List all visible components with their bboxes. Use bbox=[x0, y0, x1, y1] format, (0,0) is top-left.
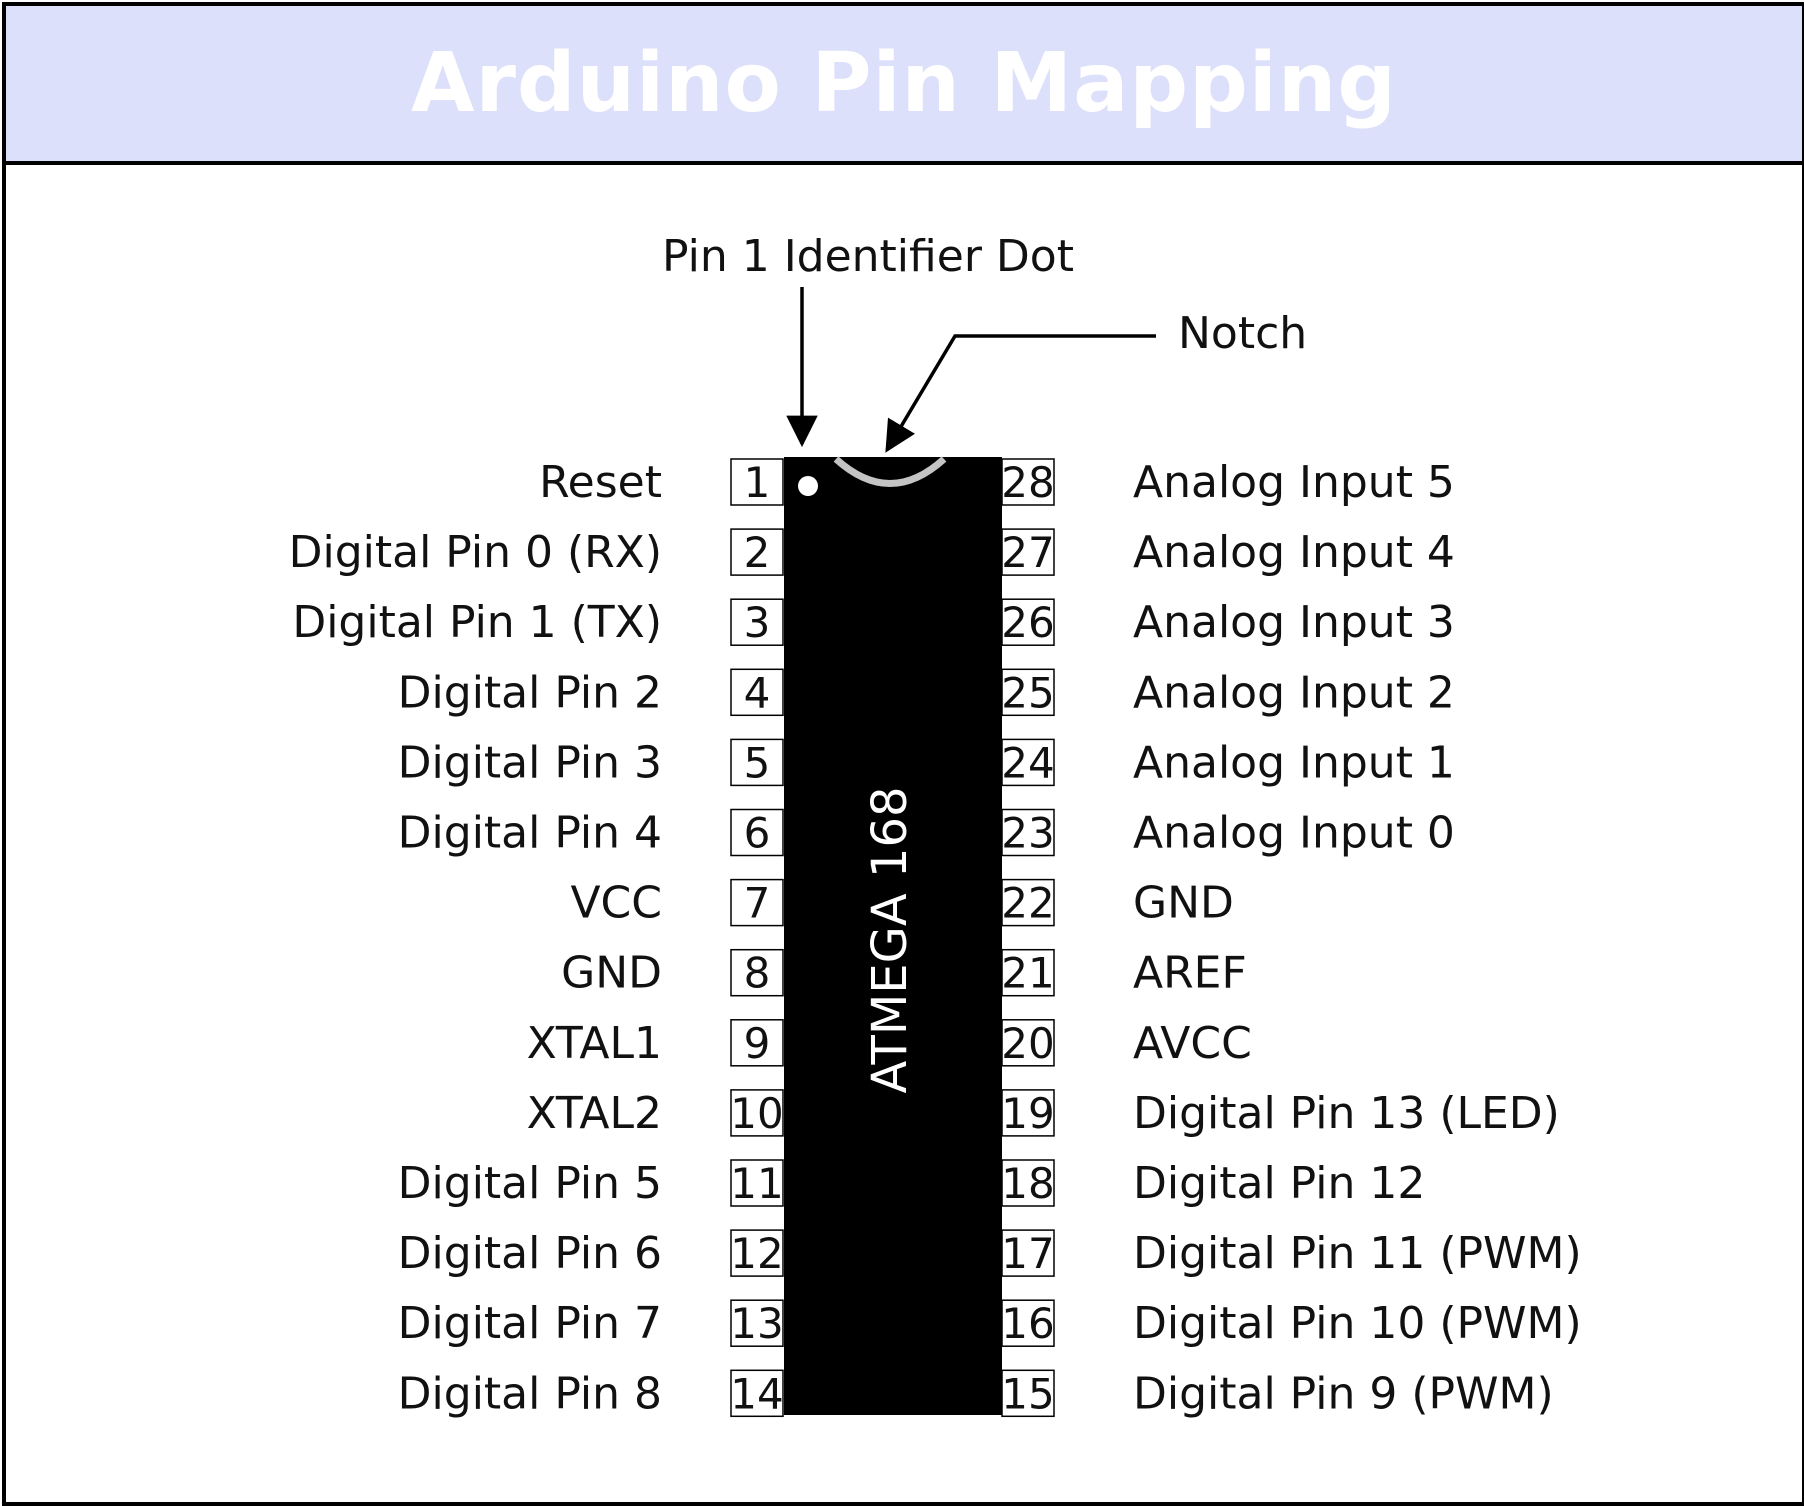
right-pin-box-22 bbox=[1001, 878, 1055, 927]
right-pin-label-19: Digital Pin 13 (LED) bbox=[1133, 1088, 1560, 1139]
chip-label: ATMEGA 168 bbox=[862, 786, 918, 1093]
right-pin-label-21: AREF bbox=[1133, 948, 1247, 999]
left-pin-number-7: 7 bbox=[744, 879, 771, 928]
left-pin-number-6: 6 bbox=[744, 809, 771, 858]
pin1-identifier-dot bbox=[798, 476, 818, 496]
right-pin-number-20: 20 bbox=[1001, 1019, 1054, 1068]
left-pin-box-6 bbox=[730, 808, 784, 857]
left-pin-label-2: Digital Pin 0 (RX) bbox=[289, 527, 662, 578]
right-pin-box-25 bbox=[1001, 668, 1055, 717]
left-pin-label-14: Digital Pin 8 bbox=[398, 1368, 662, 1419]
left-pin-box-2 bbox=[730, 528, 784, 576]
chip-body bbox=[784, 457, 1002, 1415]
left-pin-box-7 bbox=[730, 878, 784, 927]
notch bbox=[833, 456, 947, 487]
right-pin-box-16 bbox=[1001, 1299, 1055, 1347]
left-pin-label-7: VCC bbox=[570, 878, 662, 929]
left-pin-number-12: 12 bbox=[730, 1229, 783, 1278]
right-pin-label-17: Digital Pin 11 (PWM) bbox=[1133, 1228, 1582, 1279]
left-pin-box-10 bbox=[730, 1089, 784, 1137]
right-pin-number-23: 23 bbox=[1001, 809, 1054, 858]
right-pin-label-27: Analog Input 4 bbox=[1133, 527, 1455, 578]
left-pin-box-9 bbox=[730, 1019, 784, 1067]
right-pin-number-25: 25 bbox=[1001, 668, 1054, 717]
right-pin-box-28 bbox=[1001, 458, 1055, 506]
right-pin-number-21: 21 bbox=[1001, 949, 1054, 998]
left-pin-number-2: 2 bbox=[744, 528, 771, 577]
left-pin-label-5: Digital Pin 3 bbox=[398, 737, 662, 788]
right-pin-label-28: Analog Input 5 bbox=[1133, 457, 1455, 508]
right-pin-box-19 bbox=[1001, 1089, 1055, 1137]
title-bar: Arduino Pin Mapping bbox=[6, 6, 1802, 165]
right-pin-number-27: 27 bbox=[1001, 528, 1054, 577]
left-pin-box-1 bbox=[730, 458, 784, 506]
notch-annotation: Notch bbox=[1178, 308, 1307, 359]
right-pin-label-16: Digital Pin 10 (PWM) bbox=[1133, 1298, 1582, 1349]
left-pin-box-13 bbox=[730, 1299, 784, 1347]
left-pin-label-6: Digital Pin 4 bbox=[398, 808, 662, 859]
right-pin-label-23: Analog Input 0 bbox=[1133, 808, 1455, 859]
left-pin-label-10: XTAL2 bbox=[527, 1088, 662, 1139]
left-pin-number-5: 5 bbox=[744, 738, 771, 787]
left-pin-number-14: 14 bbox=[730, 1369, 783, 1418]
right-pin-number-24: 24 bbox=[1001, 738, 1054, 787]
right-pin-number-15: 15 bbox=[1001, 1369, 1054, 1418]
left-pin-label-13: Digital Pin 7 bbox=[398, 1298, 662, 1349]
right-pin-box-20 bbox=[1001, 1019, 1055, 1067]
right-pin-number-28: 28 bbox=[1001, 458, 1054, 507]
right-pin-box-21 bbox=[1001, 948, 1055, 997]
left-pin-box-12 bbox=[730, 1229, 784, 1277]
pin1-dot-annotation: Pin 1 Identifier Dot bbox=[662, 231, 1074, 282]
right-pin-number-18: 18 bbox=[1001, 1159, 1054, 1208]
left-pin-box-8 bbox=[730, 948, 784, 997]
right-pin-label-18: Digital Pin 12 bbox=[1133, 1158, 1425, 1209]
right-pin-box-15 bbox=[1001, 1369, 1055, 1418]
left-pin-label-1: Reset bbox=[539, 457, 662, 508]
right-pin-label-26: Analog Input 3 bbox=[1133, 597, 1455, 648]
left-pin-number-3: 3 bbox=[744, 598, 771, 647]
right-pin-box-23 bbox=[1001, 808, 1055, 857]
left-pin-number-10: 10 bbox=[730, 1089, 783, 1138]
right-pin-number-22: 22 bbox=[1001, 879, 1054, 928]
left-pin-label-11: Digital Pin 5 bbox=[398, 1158, 662, 1209]
left-pin-number-9: 9 bbox=[744, 1019, 771, 1068]
left-pin-box-3 bbox=[730, 598, 784, 646]
left-pin-label-4: Digital Pin 2 bbox=[398, 667, 662, 718]
right-pin-box-27 bbox=[1001, 528, 1055, 576]
left-pin-number-4: 4 bbox=[744, 668, 771, 717]
page-title: Arduino Pin Mapping bbox=[411, 36, 1397, 131]
right-pin-box-26 bbox=[1001, 598, 1055, 646]
right-pin-box-18 bbox=[1001, 1159, 1055, 1207]
right-pin-number-16: 16 bbox=[1001, 1299, 1054, 1348]
left-pin-label-8: GND bbox=[561, 948, 662, 999]
right-pin-number-17: 17 bbox=[1001, 1229, 1054, 1278]
left-pin-group: 1 Reset 2 Digital Pin 0 (RX) 3 Digital Pin 1 … bbox=[289, 457, 784, 1419]
notch-leader-line bbox=[885, 334, 1156, 453]
left-pin-number-11: 11 bbox=[730, 1159, 783, 1208]
right-pin-number-19: 19 bbox=[1001, 1089, 1054, 1138]
left-pin-number-13: 13 bbox=[730, 1299, 783, 1348]
left-pin-box-5 bbox=[730, 738, 784, 787]
right-pin-label-20: AVCC bbox=[1133, 1018, 1252, 1069]
left-pin-label-9: XTAL1 bbox=[527, 1018, 662, 1069]
right-pin-label-15: Digital Pin 9 (PWM) bbox=[1133, 1368, 1554, 1419]
left-pin-box-4 bbox=[730, 668, 784, 717]
left-pin-box-11 bbox=[730, 1159, 784, 1207]
right-pin-label-24: Analog Input 1 bbox=[1133, 737, 1455, 788]
left-pin-label-12: Digital Pin 6 bbox=[398, 1228, 662, 1279]
right-pin-box-17 bbox=[1001, 1229, 1055, 1277]
right-pin-number-26: 26 bbox=[1001, 598, 1054, 647]
right-pin-box-24 bbox=[1001, 738, 1055, 787]
left-pin-box-14 bbox=[730, 1369, 784, 1418]
right-pin-label-25: Analog Input 2 bbox=[1133, 667, 1455, 718]
left-pin-number-1: 1 bbox=[744, 458, 771, 507]
left-pin-label-3: Digital Pin 1 (TX) bbox=[292, 597, 662, 648]
left-pin-number-8: 8 bbox=[744, 949, 771, 998]
right-pin-label-22: GND bbox=[1133, 878, 1234, 929]
